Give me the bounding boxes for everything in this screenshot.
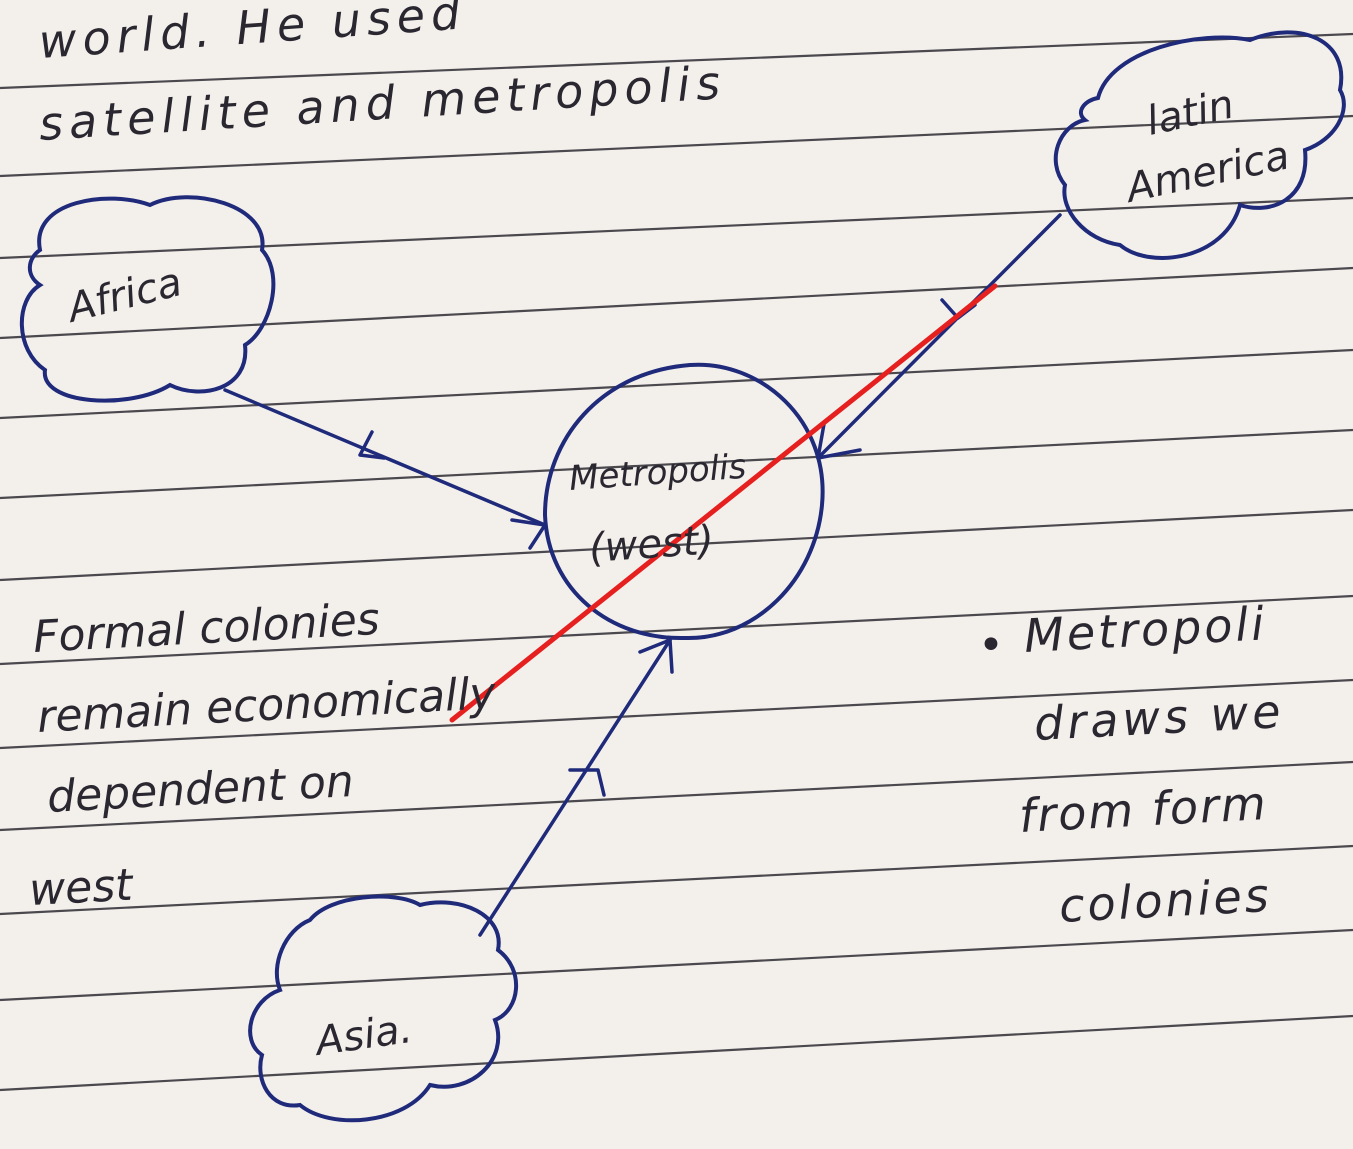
- asia-cloud: [248, 894, 519, 1123]
- left-note-line-2: remain economically: [36, 668, 498, 743]
- africa-arrowhead: [510, 518, 547, 550]
- right-note-bullet: •: [978, 620, 1004, 671]
- ruled-lines: [0, 32, 1353, 1092]
- america-label: America: [1120, 132, 1294, 212]
- latin-arrowhead: [816, 422, 862, 460]
- latin-america-to-metropolis-arrow: [816, 213, 1062, 460]
- right-note-line-1: Metropoli: [1023, 596, 1268, 663]
- asia-arrow-tick: [568, 768, 606, 797]
- right-note-line-4: colonies: [1058, 868, 1273, 933]
- metropolis-label: Metropolis: [568, 447, 748, 499]
- africa-label: Africa: [60, 259, 186, 332]
- latin-label: latin: [1143, 82, 1238, 145]
- right-note-line-3: from form: [1018, 776, 1269, 843]
- header-line-2: satellite and metropolis: [37, 55, 727, 151]
- left-note-line-3: dependent on: [46, 756, 355, 823]
- left-note-line-1: Formal colonies: [32, 594, 381, 663]
- africa-arrow-tick: [358, 430, 386, 460]
- asia-label: Asia.: [310, 1006, 415, 1065]
- asia-to-metropolis-arrow: [478, 638, 672, 937]
- africa-cloud: [19, 195, 276, 403]
- red-strike-line: [449, 283, 998, 723]
- west-label: (west): [587, 517, 715, 572]
- latin-america-cloud: [1053, 30, 1346, 260]
- left-note-line-4: west: [28, 860, 136, 916]
- right-note-line-2: draws we: [1033, 684, 1286, 751]
- arrows: [223, 213, 1062, 937]
- header-line-1: world. He used: [37, 0, 468, 69]
- asia-arrowhead: [638, 638, 674, 674]
- metropolis-circle: [542, 362, 825, 641]
